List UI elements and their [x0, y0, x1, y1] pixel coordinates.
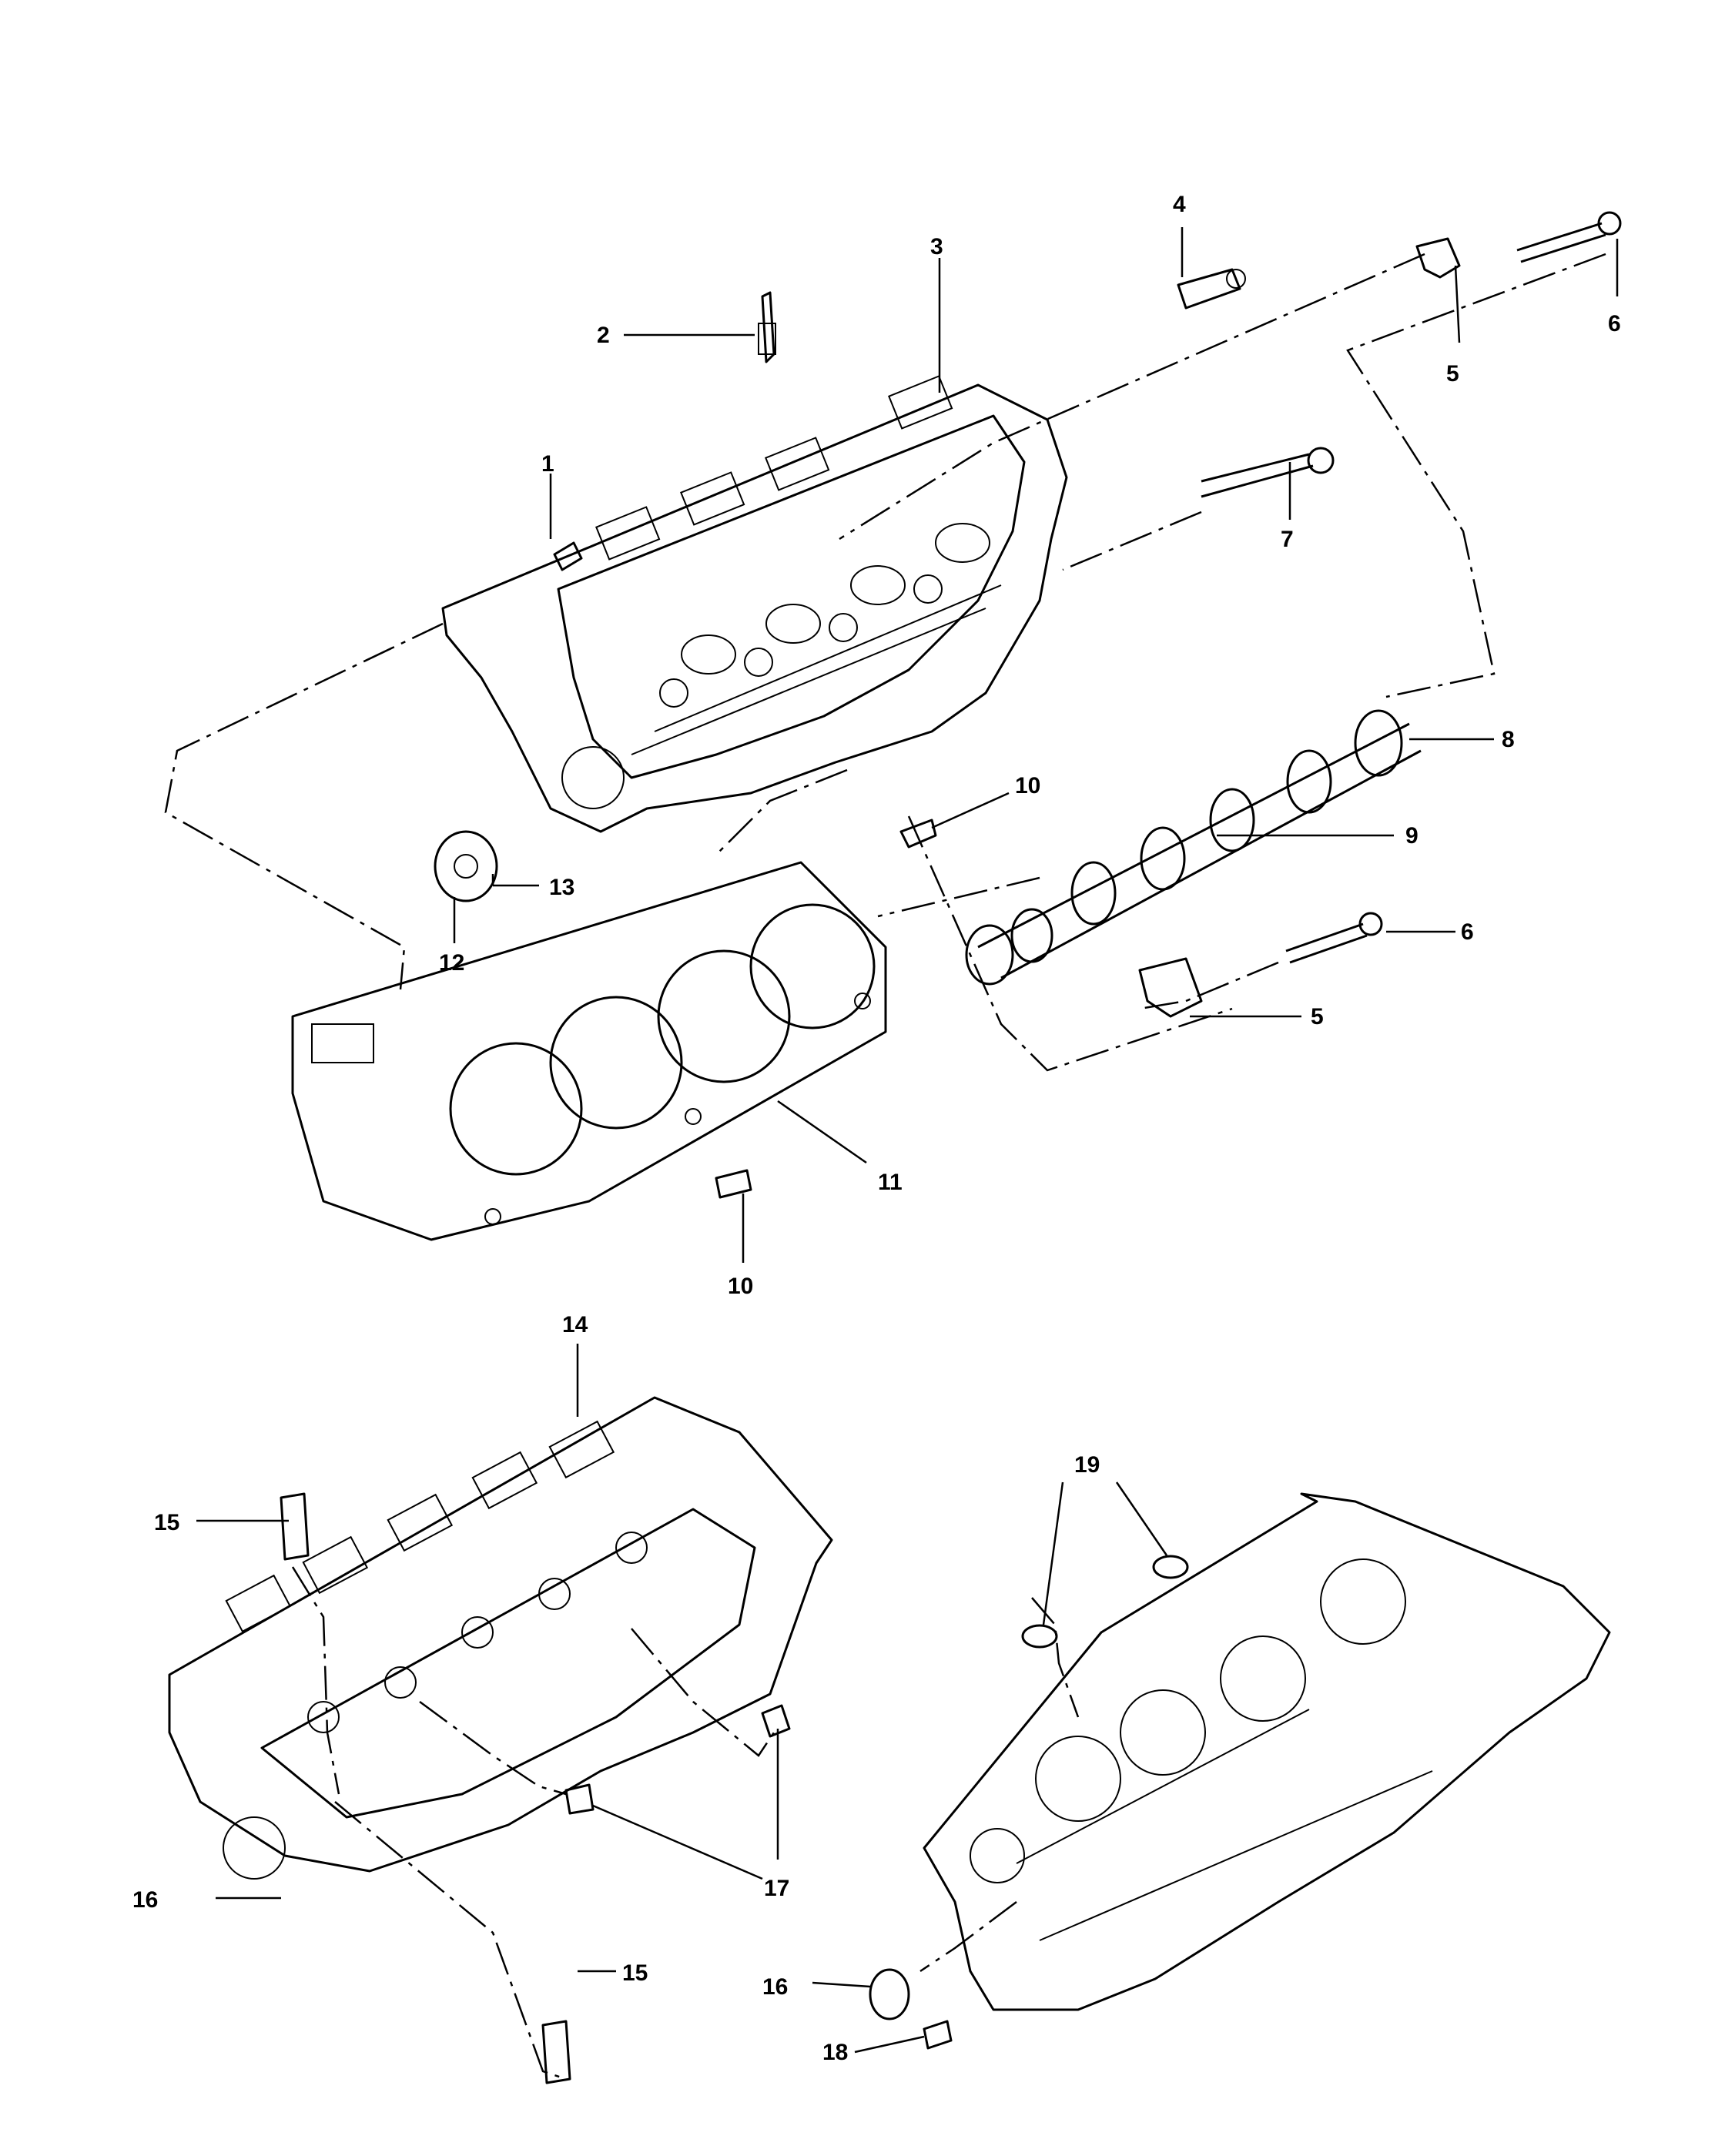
callout-8: 8: [1502, 727, 1515, 752]
valve-guide-lower: [541, 2020, 571, 2084]
callout-16-right: 16: [762, 1974, 788, 2000]
bolt-1: [553, 541, 583, 571]
callout-numbers: 1 2 3 4 5 6 7 8 9 6 5 10 11 12 13 10 14 …: [132, 192, 1621, 2065]
cap-bolt-lower: [1285, 912, 1383, 964]
callout-6-lower: 6: [1461, 919, 1474, 945]
dowel-lower: [715, 1169, 752, 1199]
callout-11: 11: [878, 1170, 903, 1195]
callout-1: 1: [541, 451, 554, 477]
lower-right-cylinder-head: [923, 1492, 1611, 2011]
callout-18: 18: [822, 2040, 848, 2065]
spark-plug: [758, 291, 776, 363]
callout-7: 7: [1281, 527, 1294, 552]
camshaft-bearing-cap-lower: [1138, 957, 1203, 1018]
pipe-plug: [923, 2020, 953, 2050]
plug-fitting: [1177, 268, 1246, 310]
cylinder-head-assembly: [441, 375, 1068, 833]
long-head-bolt: [1201, 447, 1335, 498]
o-ring-left: [1021, 1624, 1058, 1649]
callout-19: 19: [1074, 1452, 1100, 1478]
assembly-phantom-lines: [164, 253, 1606, 2081]
camshaft-bearing-cap-upper: [1415, 237, 1461, 279]
lower-left-cylinder-head: [168, 1396, 833, 1880]
cap-bolt-upper: [1516, 211, 1622, 263]
leader-lines: [196, 227, 1619, 2054]
callout-15-upper: 15: [154, 1510, 179, 1535]
callout-4: 4: [1173, 192, 1186, 217]
callout-3: 3: [930, 234, 943, 259]
callout-5-lower: 5: [1311, 1004, 1324, 1029]
callout-15-lower: 15: [622, 1960, 648, 1986]
callout-13: 13: [549, 875, 574, 900]
dowel-upper: [899, 819, 937, 849]
camshaft: [965, 709, 1422, 986]
expansion-plug: [869, 1968, 910, 2020]
cylinder-head-gasket: [291, 861, 887, 1241]
valve-guide-upper: [280, 1492, 310, 1561]
callout-2: 2: [597, 323, 610, 348]
callout-10-upper: 10: [1015, 773, 1040, 798]
callout-12: 12: [439, 950, 464, 976]
valve-seat-upper: [761, 1704, 791, 1738]
callout-9: 9: [1405, 823, 1419, 849]
o-ring-right: [1152, 1555, 1189, 1579]
callout-16-left: 16: [132, 1887, 158, 1913]
callout-10-lower: 10: [728, 1274, 753, 1299]
callout-5-upper: 5: [1446, 361, 1459, 387]
callout-17: 17: [764, 1876, 789, 1901]
callout-14: 14: [562, 1312, 588, 1337]
callout-6-upper: 6: [1608, 311, 1621, 336]
valve-seat-lower: [564, 1783, 595, 1815]
camshaft-plug: [434, 830, 498, 902]
